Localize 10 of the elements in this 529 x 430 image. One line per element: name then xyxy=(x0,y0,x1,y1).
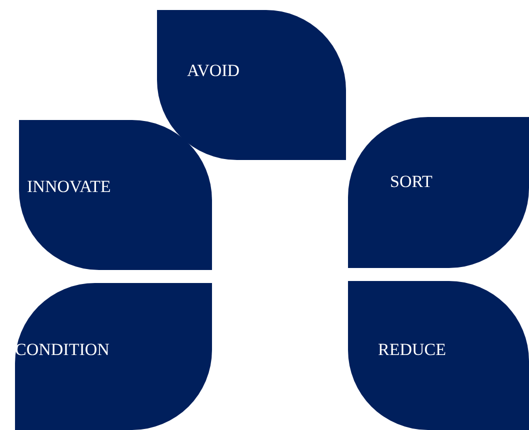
leaf-label: SORT xyxy=(390,172,432,192)
leaf-shape xyxy=(15,283,212,430)
leaf-shape xyxy=(348,281,529,430)
leaf-shape xyxy=(19,120,212,270)
leaf-shape xyxy=(157,10,346,160)
leaf-label: REDUCE xyxy=(378,340,446,360)
leaf-shape xyxy=(348,117,529,268)
leaf-label: INNOVATE xyxy=(27,177,111,197)
leaf-label: CONDITION xyxy=(15,340,110,360)
leaf-label: AVOID xyxy=(187,61,240,81)
